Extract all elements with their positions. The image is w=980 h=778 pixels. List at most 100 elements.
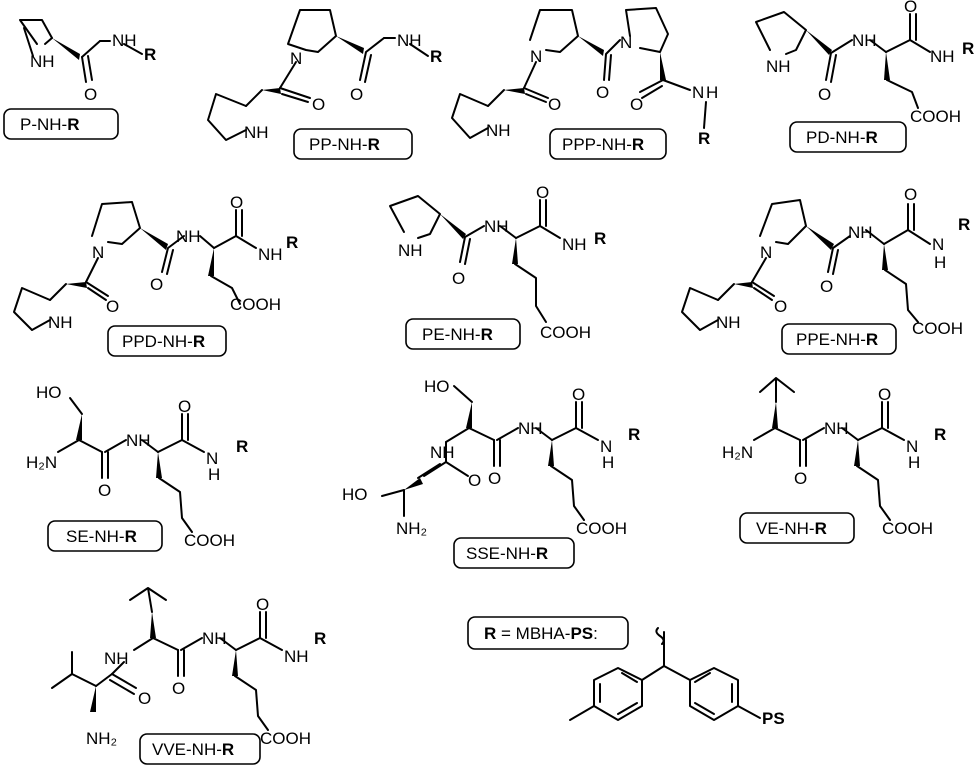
o-atom: O (878, 385, 891, 404)
compound-name: SE-NH- (66, 527, 125, 546)
nh-atom: NH (562, 235, 587, 254)
nh-atom: NH (398, 241, 423, 260)
cooh-group: COOH (260, 729, 311, 748)
nh-atom: NH (848, 223, 873, 242)
nh-atom: NH (484, 217, 509, 236)
n-atom: N (760, 243, 772, 262)
molecule-ppp-nh-r: N N O O O N H NH R (451, 7, 718, 148)
svg-text:VVE-NH-R: VVE-NH-R (152, 740, 234, 759)
r-group: R (430, 47, 442, 66)
r-group: R (962, 39, 974, 58)
cooh-group: COOH (912, 319, 963, 338)
ho-group: HO (424, 377, 450, 396)
svg-text:SE-NH-R: SE-NH-R (66, 527, 137, 546)
cooh-group: COOH (882, 519, 933, 538)
o-atom: O (172, 679, 185, 698)
n-atom: N (290, 49, 302, 68)
svg-text:PP-NH-R: PP-NH-R (309, 135, 380, 154)
nh-atom: NH (766, 57, 791, 76)
compound-label: PPD-NH-R (107, 325, 227, 357)
nh-atom: NH (852, 31, 877, 50)
compound-name: PE-NH- (422, 325, 481, 344)
compound-label: PP-NH-R (293, 128, 413, 160)
o-atom: O (820, 277, 833, 296)
o-atom: O (178, 397, 191, 416)
compound-label: SE-NH-R (47, 520, 163, 552)
r-group: R (628, 425, 640, 444)
n-atom: N (92, 243, 104, 262)
compound-label: PPE-NH-R (781, 323, 897, 355)
r-group: R (286, 233, 298, 252)
nh-atom: NH (202, 629, 227, 648)
molecule-ppd-nh-r: N O O NH O NH R COOH NH (13, 193, 298, 332)
compound-label: VVE-NH-R (139, 733, 261, 765)
nh-atom: NH (48, 313, 73, 332)
compound-name: VE-NH- (756, 519, 815, 538)
r-group: R (815, 519, 827, 538)
nh-atom: NH (397, 31, 422, 50)
mbha-structure: PS (569, 627, 785, 728)
ho-group: HO (342, 485, 368, 504)
r-group: R (594, 229, 606, 248)
r-group: R (698, 129, 710, 148)
o-atom: O (536, 183, 549, 202)
nh-atom: NH (824, 419, 849, 438)
o-atom: O (230, 193, 243, 212)
nh-atom: NH (112, 31, 137, 50)
compound-name: P-NH- (20, 115, 67, 134)
n-atom: N (206, 449, 218, 468)
cooh-group: COOH (576, 519, 627, 538)
molecule-vve-nh-r: NH O NH O NH R COOH O NH₂ (51, 587, 326, 748)
o-atom: O (596, 83, 609, 102)
h-atom: H (208, 465, 220, 484)
n-atom: N (906, 437, 918, 456)
molecule-p-nh-r: NH O NH R (19, 19, 156, 104)
ps-symbol: PS (570, 624, 593, 643)
nh-atom: NH (30, 52, 55, 71)
compound-name: PPE-NH- (796, 330, 866, 349)
compound-name: VVE-NH- (152, 740, 222, 759)
compound-name: PPD-NH- (122, 332, 193, 351)
nh-atom: NH (126, 431, 151, 450)
svg-text:SSE-NH-R: SSE-NH-R (466, 544, 548, 563)
n-atom: N (620, 33, 632, 52)
nh2-group: NH₂ (86, 729, 117, 748)
tolyl-ring (593, 667, 643, 721)
r-group: R (125, 527, 137, 546)
cooh-group: COOH (540, 323, 591, 342)
molecule-se-nh-r: HO H₂N O NH O N H R COOH (26, 383, 248, 550)
r-symbol: R (484, 624, 496, 643)
o-atom: O (350, 85, 363, 104)
molecule-sse-nh-r: HO NH O NH O N H R COOH O HO NH₂ (342, 377, 640, 538)
r-group: R (368, 135, 380, 154)
r-group: R (67, 115, 79, 134)
r-group: R (193, 332, 205, 351)
legend-colon: : (593, 624, 598, 643)
nh-atom: NH (716, 313, 741, 332)
svg-text:PD-NH-R: PD-NH-R (806, 128, 878, 147)
compound-name: SSE-NH- (466, 544, 536, 563)
o-atom: O (488, 469, 501, 488)
n-atom: N (932, 235, 944, 254)
r-group: R (236, 437, 248, 456)
svg-text:P-NH-R: P-NH-R (20, 115, 80, 134)
r-group: R (481, 325, 493, 344)
n-atom: N (692, 83, 704, 102)
molecule-pe-nh-r: NH O NH O NH R COOH (389, 183, 606, 342)
o-atom: O (630, 95, 643, 114)
molecule-ve-nh-r: H₂N O NH O N H R COOH (722, 377, 946, 538)
wavy-bond (655, 627, 665, 645)
o-atom: O (774, 297, 787, 316)
nh-atom: NH (284, 647, 309, 666)
nh-atom: NH (518, 419, 543, 438)
molecule-ppe-nh-r: N O O NH O N H R COOH NH (681, 185, 970, 338)
r-group: R (958, 215, 970, 234)
o-atom: O (138, 689, 151, 708)
o-atom: O (818, 85, 831, 104)
h-atom: H (908, 453, 920, 472)
nh-atom: NH (486, 121, 511, 140)
r-group: R (934, 425, 946, 444)
h-atom: H (602, 453, 614, 472)
phenyl-ring (689, 667, 739, 721)
cooh-group: COOH (184, 531, 235, 550)
